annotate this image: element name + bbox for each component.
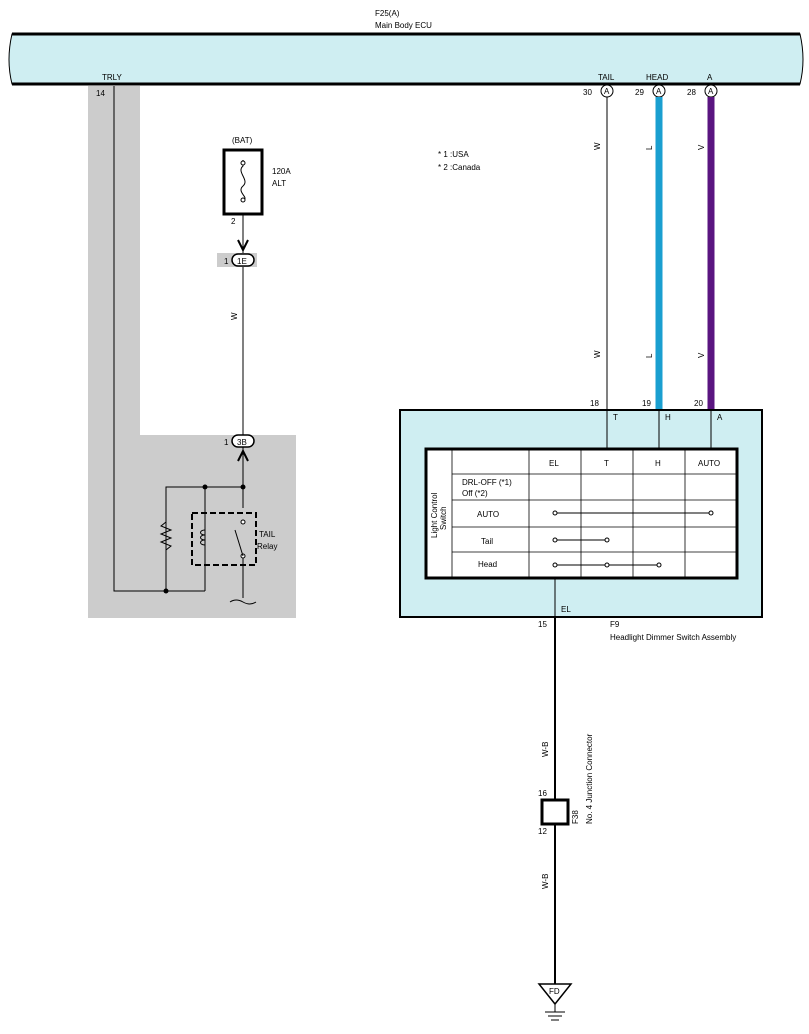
table-header-h: H [655, 459, 661, 468]
junction-code: F38 [571, 810, 580, 824]
fuse-source: (BAT) [232, 136, 253, 145]
conn-1e [231, 253, 255, 267]
table-row-auto-label: AUTO [477, 510, 499, 519]
switch-assy-code: F9 [610, 620, 620, 629]
switch-pin-t-label: T [613, 413, 618, 422]
ecu-pin-head-number: 29 [635, 88, 644, 97]
table-row-head-label: Head [478, 560, 497, 569]
ecu-conn-tail-label: A [604, 87, 610, 96]
ecu-code: F25(A) [375, 9, 400, 18]
ecu-pin-head-label: HEAD [646, 73, 668, 82]
ecu-pin-trly-number: 14 [96, 89, 105, 98]
relay-box [191, 512, 257, 566]
conn-1e-pin: 1 [224, 257, 229, 266]
wire-relay-top [165, 486, 243, 591]
wire-fuse-color: W [230, 312, 239, 320]
resistor-icon [159, 521, 173, 551]
wire-ground-color-upper: W-B [541, 742, 550, 757]
table-header-t: T [604, 459, 609, 468]
switch-pin-h-label: H [665, 413, 671, 422]
relay-label-2: Relay [257, 542, 277, 551]
wire-end-icon [229, 599, 257, 605]
junction-connector [540, 798, 570, 826]
ecu-conn-auto-label: A [708, 87, 714, 96]
switch-pin-el-label: EL [561, 605, 571, 614]
ground-icon [537, 983, 573, 1006]
fuse-name: ALT [272, 179, 286, 188]
switch-pin-a-number: 20 [694, 399, 703, 408]
ecu-pin-tail-number: 30 [583, 88, 592, 97]
conn-3b [231, 434, 255, 448]
switch-pin-h-number: 19 [642, 399, 651, 408]
conn-1e-code: 1E [237, 257, 247, 266]
table-row-drl-label-2: Off (*2) [462, 489, 488, 498]
ecu-pin-auto-number: 28 [687, 88, 696, 97]
note-2: * 2 :Canada [438, 163, 481, 172]
junction-pin-top: 16 [538, 789, 547, 798]
ecu-pin-trly-label: TRLY [102, 73, 123, 82]
wire-auto-color-lower: V [697, 352, 706, 358]
conn-3b-code: 3B [237, 438, 247, 447]
connector-arrow-up-icon [237, 448, 249, 462]
relay-label-1: TAIL [259, 530, 276, 539]
switch-pin-el-number: 15 [538, 620, 547, 629]
switch-side-label-1: Light Control [430, 492, 439, 538]
fuse-icon [240, 160, 246, 201]
note-1: * 1 :USA [438, 150, 469, 159]
wire-head-color-upper: L [645, 145, 654, 150]
wire-ground-color-lower: W-B [541, 874, 550, 889]
ecu-name: Main Body ECU [375, 21, 432, 30]
switch-pin-t-number: 18 [590, 399, 599, 408]
fuse-pin: 2 [231, 217, 236, 226]
wire-tail-color-lower: W [593, 350, 602, 358]
ecu-body [8, 33, 804, 85]
wire-auto-color-upper: V [697, 144, 706, 150]
fuse-rating: 120A [272, 167, 291, 176]
junction-name: No. 4 Junction Connector [585, 733, 594, 824]
table-header-auto: AUTO [698, 459, 720, 468]
wire-tail-color-upper: W [593, 142, 602, 150]
relay-switch-icon [234, 529, 244, 557]
table-row-tail-label: Tail [481, 537, 493, 546]
junction-pin-bottom: 12 [538, 827, 547, 836]
ecu-conn-head-label: A [656, 87, 662, 96]
table-row-drl-label-1: DRL-OFF (*1) [462, 478, 512, 487]
fuse-box [222, 148, 264, 216]
switch-assy-name: Headlight Dimmer Switch Assembly [610, 633, 736, 642]
relay-coil-icon [200, 529, 206, 546]
wire-trly [113, 86, 166, 592]
ecu-pin-tail-label: TAIL [598, 73, 615, 82]
ecu-pin-auto-label: A [707, 73, 713, 82]
switch-side-label-2: Switch [439, 506, 448, 530]
conn-3b-pin: 1 [224, 438, 229, 447]
switch-pin-a-label: A [717, 413, 723, 422]
connector-arrow-icon [237, 239, 249, 253]
table-header-el: EL [549, 459, 559, 468]
ground-label: FD [549, 987, 560, 996]
wire-head-color-lower: L [645, 353, 654, 358]
